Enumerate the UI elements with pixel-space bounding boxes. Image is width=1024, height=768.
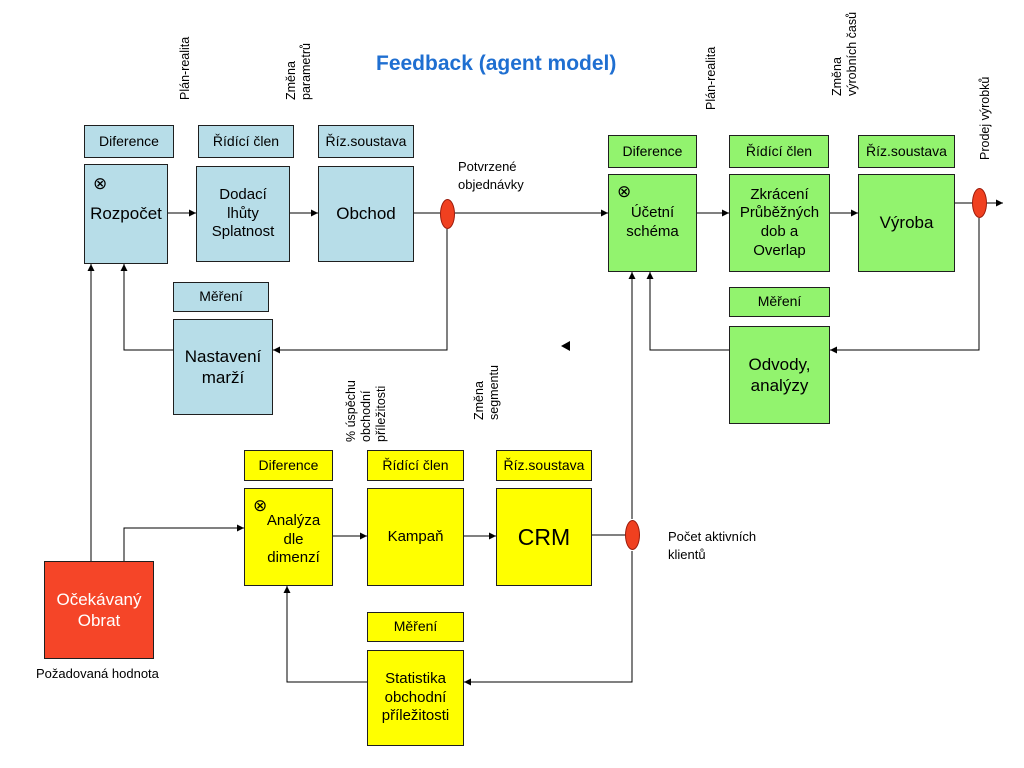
nastaveni-label: Nastavení marží (184, 346, 262, 387)
yellow-soustava-header: Říz.soustava (496, 450, 592, 481)
rozpocet-block: ⊗ Rozpočet (84, 164, 168, 264)
blue-plan-label: Plán-realita (178, 36, 192, 100)
green-soustava-header: Říz.soustava (858, 135, 955, 168)
statistika-label: Statistika obchodní příležitosti (381, 669, 450, 725)
green-prodej-label: Prodej výrobků (978, 76, 992, 160)
vyroba-block: Výroba (858, 174, 955, 272)
yellow-ridici-header: Řídící člen (367, 450, 464, 481)
ucetni-label: Účetní schéma (626, 204, 679, 240)
green-mereni-header: Měření (729, 287, 830, 317)
pocet-label: Počet aktivních klientů (668, 529, 757, 562)
blue-output-node (440, 199, 455, 229)
analyza-label: Analýza dle dimenzí (266, 511, 321, 567)
odvody-block: Odvody, analýzy (729, 326, 830, 424)
crm-label: CRM (517, 523, 571, 550)
pozadovana-label: Požadovaná hodnota (36, 666, 159, 681)
yellow-uspech-label: % úspěchu obchodní příležitosti (344, 380, 388, 442)
comparator-icon: ⊗ (93, 174, 108, 193)
rozpocet-label: Rozpočet (90, 204, 162, 224)
comparator-icon: ⊗ (253, 496, 268, 515)
statistika-block: Statistika obchodní příležitosti (367, 650, 464, 746)
odvody-label: Odvody, analýzy (748, 354, 811, 395)
potvrzene-label: Potvrzené objednávky (458, 159, 524, 192)
yellow-output-node (625, 520, 640, 550)
obchod-block: Obchod (318, 166, 414, 262)
green-ridici-header: Řídící člen (729, 135, 829, 168)
diagram-title: Feedback (agent model) (376, 52, 617, 75)
green-output-node (972, 188, 987, 218)
ocekavany-label: Očekávaný Obrat (56, 589, 142, 630)
blue-soustava-header: Říz.soustava (318, 125, 414, 158)
ucetni-block: ⊗ Účetní schéma (608, 174, 697, 272)
crm-block: CRM (496, 488, 592, 586)
zkraceni-label: Zkrácení Průběžných dob a Overlap (739, 185, 820, 259)
dodaci-label: Dodací lhůty Splatnost (211, 185, 275, 241)
green-diference-header: Diference (608, 135, 697, 168)
obchod-label: Obchod (336, 204, 396, 224)
ocekavany-block: Očekávaný Obrat (44, 561, 154, 659)
comparator-icon: ⊗ (617, 182, 632, 201)
kampan-label: Kampaň (387, 527, 444, 545)
analyza-block: ⊗ Analýza dle dimenzí (244, 488, 333, 586)
vyroba-label: Výroba (879, 213, 934, 233)
green-plan-label: Plán-realita (704, 46, 718, 110)
yellow-segment-label: Změna segmentu (472, 365, 501, 420)
yellow-mereni-header: Měření (367, 612, 464, 642)
zkraceni-block: Zkrácení Průběžných dob a Overlap (729, 174, 830, 272)
green-zmena-label: Změna výrobních časů (830, 11, 859, 96)
yellow-diference-header: Diference (244, 450, 333, 481)
blue-zmena-label: Změna parametrů (284, 43, 313, 100)
blue-ridici-header: Řídící člen (198, 125, 294, 158)
dodaci-block: Dodací lhůty Splatnost (196, 166, 290, 262)
blue-diference-header: Diference (84, 125, 174, 158)
kampan-block: Kampaň (367, 488, 464, 586)
blue-mereni-header: Měření (173, 282, 269, 312)
nastaveni-block: Nastavení marží (173, 319, 273, 415)
